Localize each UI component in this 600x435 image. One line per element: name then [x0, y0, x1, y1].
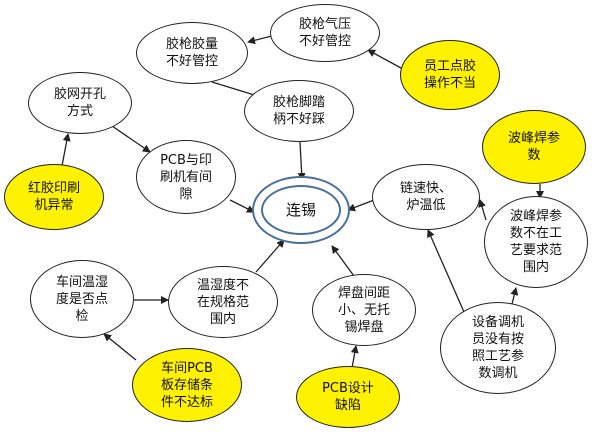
- arrow-pad-spacing-to-center: [331, 245, 355, 277]
- arrow-param-out-to-chain-speed: [478, 199, 487, 221]
- node-mesh-hole-label: 胶网开孔 方式: [53, 87, 106, 119]
- node-chain-speed: 链速快、 炉温低: [372, 164, 480, 230]
- node-param-out: 波峰焊参 数不在工 艺要求范 围内: [484, 196, 588, 288]
- node-tech-adjust-label: 设备调机 员没有按 照工艺参 数调机: [471, 315, 524, 381]
- arrow-tech-adjust-to-chain-speed: [427, 229, 465, 313]
- node-gun-pressure: 胶枪气压 不好管控: [270, 4, 380, 62]
- arrow-mesh-hole-to-pcb-gap: [111, 125, 151, 153]
- node-param-out-label: 波峰焊参 数不在工 艺要求范 围内: [509, 209, 562, 275]
- arrow-pcb-design-to-pad-spacing: [350, 345, 359, 369]
- arrow-pcb-gap-to-center: [229, 199, 255, 213]
- node-pcb-gap-label: PCB与印 刷机有间 隙: [159, 152, 212, 202]
- node-pcb-gap: PCB与印 刷机有间 隙: [136, 140, 236, 214]
- node-humidity-range: 温湿度不 在规格范 围内: [168, 266, 278, 338]
- node-humidity-check: 车间温湿 度是否点 检: [30, 260, 134, 338]
- node-printer-fault-label: 红胶印刷 机异常: [27, 181, 80, 213]
- node-printer-fault: 红胶印刷 机异常: [4, 164, 104, 230]
- center-node-bridging: 连锡: [252, 176, 350, 244]
- node-humidity-check-label: 车间温湿 度是否点 检: [55, 274, 108, 324]
- arrow-humidity-range-to-center: [255, 239, 285, 273]
- node-pcb-design-label: PCB设计 缺陷: [322, 381, 374, 413]
- arrow-pcb-storage-to-humidity-check: [103, 333, 137, 361]
- arrow-pedal-to-center: [297, 141, 306, 181]
- arrow-chain-speed-to-center: [347, 199, 375, 212]
- arrow-gun-pressure-to-gun-amount: [247, 35, 273, 45]
- node-gun-amount: 胶枪胶量 不好管控: [136, 22, 248, 84]
- node-gun-pressure-label: 胶枪气压 不好管控: [298, 17, 351, 49]
- node-humidity-range-label: 温湿度不 在规格范 围内: [196, 277, 249, 327]
- node-operator: 员工点胶 操作不当: [400, 40, 500, 110]
- node-pcb-storage-label: 车间PCB 板存储条 件不达标: [160, 360, 213, 410]
- node-pcb-storage: 车间PCB 板存储条 件不达标: [132, 348, 242, 422]
- node-wave-params-label: 波峰焊参 数: [507, 131, 560, 163]
- node-mesh-hole: 胶网开孔 方式: [28, 72, 132, 134]
- node-wave-params: 波峰焊参 数: [482, 110, 586, 184]
- node-gun-amount-label: 胶枪胶量 不好管控: [165, 37, 218, 69]
- center-node-label: 连锡: [285, 201, 316, 219]
- arrow-printer-fault-to-mesh-hole: [61, 133, 71, 167]
- node-pedal-label: 胶枪脚踏 柄不好踩: [272, 95, 325, 127]
- node-pad-spacing: 焊盘间距 小、无托 锡焊盘: [312, 274, 416, 346]
- node-pcb-design: PCB设计 缺陷: [296, 366, 400, 428]
- arrow-tech-adjust-to-param-out: [510, 287, 519, 305]
- node-operator-label: 员工点胶 操作不当: [423, 59, 476, 91]
- node-chain-speed-label: 链速快、 炉温低: [399, 181, 452, 213]
- node-pad-spacing-label: 焊盘间距 小、无托 锡焊盘: [337, 285, 390, 335]
- node-tech-adjust: 设备调机 员没有按 照工艺参 数调机: [440, 302, 556, 394]
- node-pedal: 胶枪脚踏 柄不好踩: [244, 80, 354, 142]
